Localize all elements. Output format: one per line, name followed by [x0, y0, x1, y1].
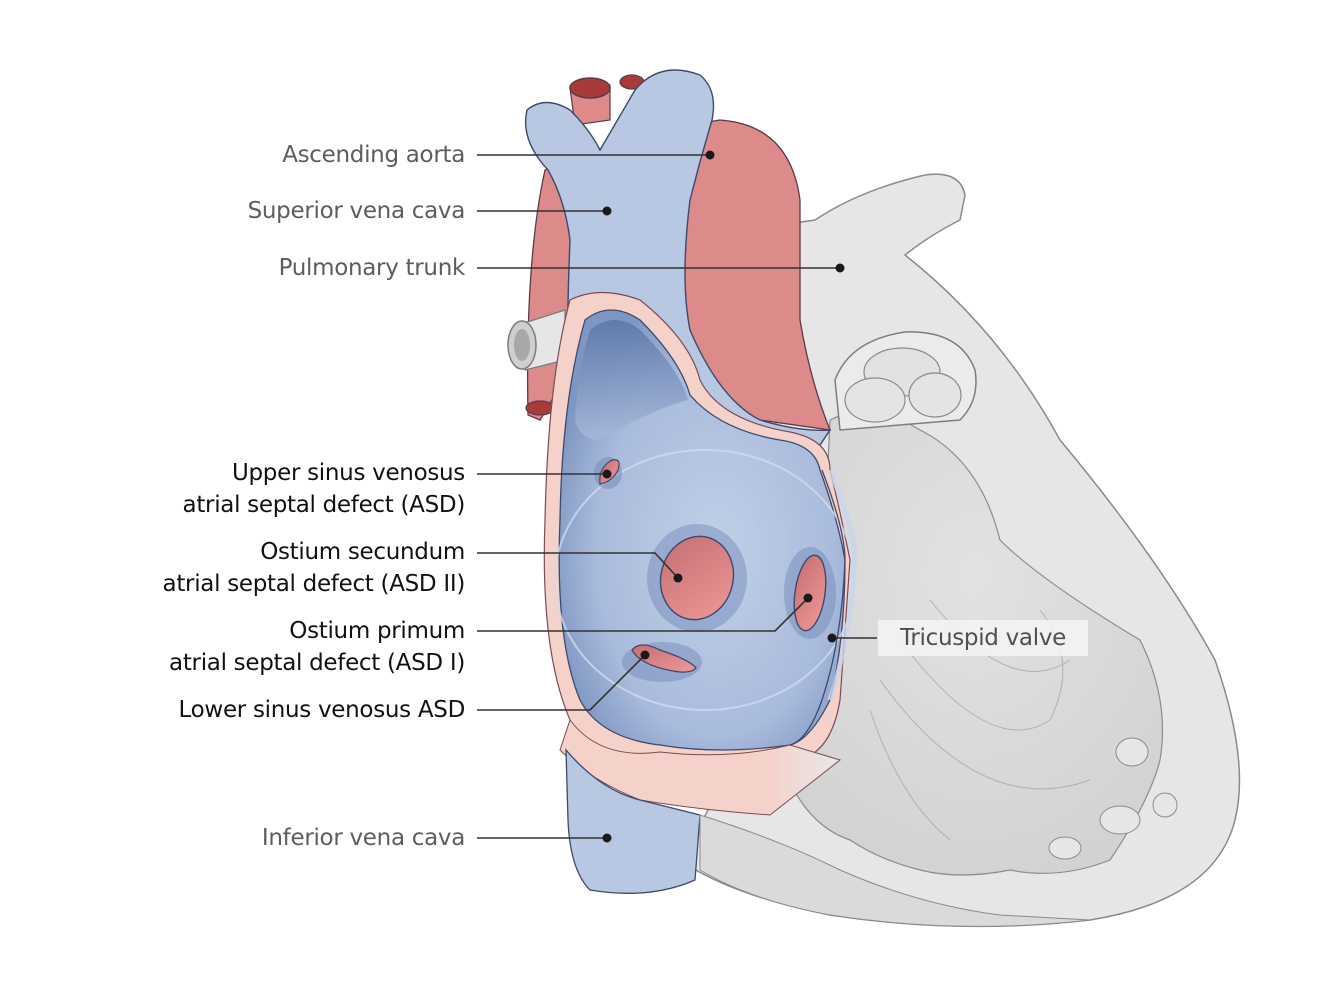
label-line-1: Ostium primum	[289, 618, 465, 644]
label-pulmonary-trunk: Pulmonary trunk	[278, 255, 466, 281]
label-line-1: Ostium secundum	[260, 539, 465, 565]
label-superior-vena-cava: Superior vena cava	[247, 198, 466, 224]
lower-sinus-venosus-defect	[622, 642, 702, 682]
label-line-1: Upper sinus venosus	[231, 460, 465, 486]
ostium-secundum-defect	[647, 524, 747, 632]
ostium-primum-defect	[784, 547, 836, 639]
label-line-2: atrial septal defect (ASD)	[182, 492, 466, 518]
label-upper-sinus-venosus-asd: Upper sinus venosus atrial septal defect…	[182, 457, 466, 521]
label-tricuspid-valve: Tricuspid valve	[878, 620, 1088, 656]
label-ostium-secundum-asd: Ostium secundum atrial septal defect (AS…	[162, 536, 466, 600]
tricuspid-valve-edge	[789, 469, 846, 746]
label-ascending-aorta: Ascending aorta	[282, 142, 465, 168]
label-ostium-primum-asd: Ostium primum atrial septal defect (ASD …	[169, 615, 465, 679]
label-lower-sinus-venosus-asd: Lower sinus venosus ASD	[178, 697, 466, 723]
label-line-2: atrial septal defect (ASD I)	[169, 650, 465, 676]
label-line-2: atrial septal defect (ASD II)	[162, 571, 466, 597]
inferior-vena-cava-shape	[565, 748, 701, 894]
leader-lines	[477, 150, 877, 843]
label-inferior-vena-cava: Inferior vena cava	[261, 825, 465, 851]
